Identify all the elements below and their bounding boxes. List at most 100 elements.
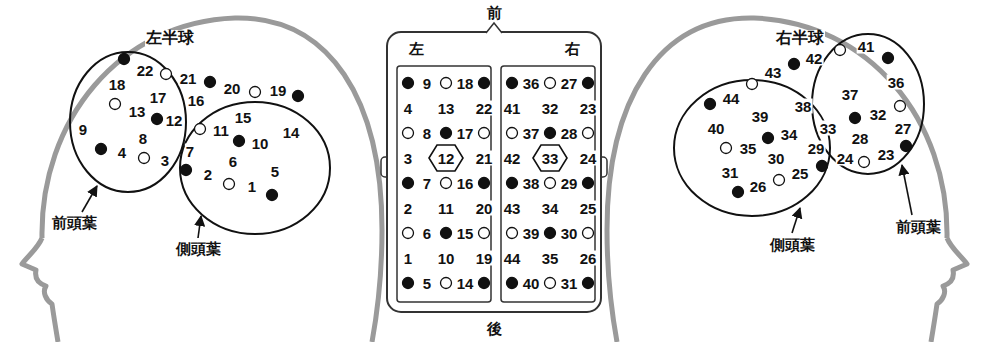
electrode-number: 11 <box>212 123 230 138</box>
temporal-lobe <box>674 80 830 216</box>
electrode-dot <box>817 161 828 172</box>
frontal-lobe <box>70 52 186 192</box>
electrode-number: 2 <box>403 201 413 216</box>
electrode-number: 30 <box>767 151 786 166</box>
electrode-number: 19 <box>475 251 494 266</box>
electrode-dot <box>152 114 163 125</box>
electrode-number: 22 <box>475 101 494 116</box>
electrode-dot <box>205 77 216 88</box>
electrode-number: 6 <box>422 226 432 241</box>
electrode-number: 37 <box>522 126 541 141</box>
electrode-number: 38 <box>794 99 813 114</box>
leader-arrow <box>198 216 201 238</box>
region-label: 左半球 <box>145 30 195 46</box>
electrode-dot <box>161 69 172 80</box>
reference-hexagon <box>533 145 567 171</box>
electrode-dot <box>705 99 716 110</box>
electrode-number: 34 <box>780 127 799 142</box>
reference-hexagon <box>429 145 463 171</box>
electrode-dot <box>96 144 107 155</box>
electrode-number: 42 <box>503 151 522 166</box>
region-label: 側頭葉 <box>769 237 816 252</box>
head-outline <box>22 18 382 342</box>
electrode-number: 4 <box>403 101 413 116</box>
electrode-dot <box>441 178 452 189</box>
electrode-number: 31 <box>560 276 579 291</box>
electrode-dot <box>267 190 278 201</box>
electrode-dot <box>774 175 785 186</box>
electrode-dot <box>545 128 556 139</box>
electrode-dot <box>403 78 414 89</box>
electrode-number: 1 <box>247 179 257 194</box>
electrode-number: 26 <box>749 179 768 194</box>
electrode-dot <box>721 143 732 154</box>
electrode-dot <box>224 179 235 190</box>
electrode-dot <box>583 78 594 89</box>
electrode-number: 7 <box>422 176 432 191</box>
electrode-number: 44 <box>722 91 741 106</box>
electrode-number: 24 <box>836 151 855 166</box>
electrode-number: 33 <box>541 151 560 166</box>
region-label: 右半球 <box>775 30 825 46</box>
electrode-dot <box>901 141 912 152</box>
electrode-number: 19 <box>269 83 288 98</box>
electrode-number: 35 <box>541 251 560 266</box>
electrode-number: 12 <box>165 113 184 128</box>
electrode-dot <box>850 113 861 124</box>
region-label: 右 <box>564 41 581 56</box>
electrode-dot <box>859 157 870 168</box>
electrode-number: 43 <box>503 201 522 216</box>
electrode-number: 15 <box>234 110 253 125</box>
electrode-number: 11 <box>437 201 455 216</box>
leader-arrow <box>902 165 912 215</box>
frontal-lobe <box>812 34 924 174</box>
electrode-number: 8 <box>138 131 148 146</box>
electrode-number: 38 <box>522 176 541 191</box>
electrode-dot <box>441 228 452 239</box>
electrode-number: 36 <box>887 75 906 90</box>
electrode-number: 35 <box>739 141 758 156</box>
electrode-number: 22 <box>136 63 155 78</box>
electrode-dot <box>583 178 594 189</box>
electrode-number: 17 <box>149 90 168 105</box>
electrode-dot <box>234 136 245 147</box>
electrode-number: 39 <box>522 226 541 241</box>
electrode-dot <box>479 278 490 289</box>
head-outline <box>607 18 967 342</box>
electrode-panel <box>387 32 601 312</box>
region-label: 前 <box>486 5 503 20</box>
electrode-number: 18 <box>108 77 127 92</box>
electrode-dot <box>479 178 490 189</box>
electrode-number: 9 <box>422 76 432 91</box>
electrode-number: 20 <box>223 81 242 96</box>
electrode-number: 36 <box>522 76 541 91</box>
electrode-dot <box>883 53 894 64</box>
electrode-number: 1 <box>403 251 413 266</box>
electrode-number: 4 <box>117 145 127 160</box>
electrode-number: 3 <box>403 151 413 166</box>
electrode-dot <box>441 128 452 139</box>
electrode-dot <box>181 165 192 176</box>
electrode-dot <box>110 99 121 110</box>
electrode-number: 14 <box>456 276 475 291</box>
electrode-number: 43 <box>764 65 783 80</box>
electrode-number: 40 <box>707 121 726 136</box>
electrode-dot <box>119 54 130 65</box>
electrode-number: 29 <box>560 176 579 191</box>
electrode-dot <box>763 133 774 144</box>
electrode-number: 30 <box>560 226 579 241</box>
electrode-dot <box>195 124 206 135</box>
electrode-number: 5 <box>422 276 432 291</box>
region-label: 後 <box>486 321 503 336</box>
electrode-number: 42 <box>805 51 824 66</box>
electrode-number: 13 <box>437 101 456 116</box>
electrode-number: 18 <box>456 76 475 91</box>
region-label: 前頭葉 <box>895 219 942 234</box>
electrode-dot <box>789 59 800 70</box>
electrode-number: 13 <box>128 104 147 119</box>
electrode-dot <box>545 228 556 239</box>
electrode-number: 16 <box>456 176 475 191</box>
electrode-dot <box>403 178 414 189</box>
